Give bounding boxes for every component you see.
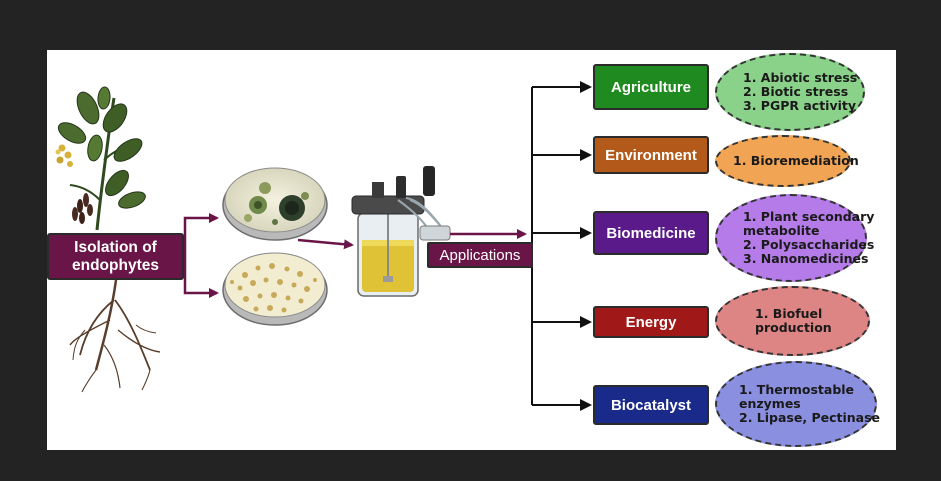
detail-item: enzymes: [739, 396, 801, 411]
detail-item: 1. Bioremediation: [733, 153, 859, 168]
detail-list: 1. Bioremediation: [733, 154, 859, 168]
agriculture-details: 1. Abiotic stress 2. Biotic stress 3. PG…: [715, 53, 865, 131]
biomedicine-details: 1. Plant secondary metabolite 2. Polysac…: [715, 194, 874, 282]
application-agriculture: Agriculture: [593, 64, 709, 110]
branch-lines: [531, 81, 592, 411]
detail-list: 1. Plant secondary metabolite 2. Polysac…: [743, 210, 874, 266]
detail-item: 3. Nanomedicines: [743, 251, 869, 266]
detail-item: 3. PGPR activity: [743, 98, 857, 113]
applications-label: Applications: [427, 242, 533, 268]
detail-item: 1. Biofuel: [755, 306, 823, 321]
energy-details: 1. Biofuel production: [715, 286, 870, 356]
source-label: Isolation of endophytes: [47, 233, 184, 280]
application-biomedicine: Biomedicine: [593, 211, 709, 255]
detail-item: 1. Abiotic stress: [743, 70, 858, 85]
application-label: Environment: [605, 146, 697, 164]
petri-dish-icon: [222, 252, 328, 326]
application-label: Agriculture: [610, 78, 691, 96]
detail-list: 1. Biofuel production: [755, 307, 832, 335]
application-energy: Energy: [593, 306, 709, 338]
detail-item: 2. Biotic stress: [743, 84, 849, 99]
detail-item: 1. Thermostable: [739, 382, 855, 397]
application-label: Biocatalyst: [610, 396, 692, 414]
detail-item: production: [755, 320, 832, 335]
application-biocatalyst: Biocatalyst: [593, 385, 709, 425]
detail-item: 2. Polysaccharides: [743, 237, 875, 252]
plant-illustration: [55, 86, 161, 393]
detail-list: 1. Abiotic stress 2. Biotic stress 3. PG…: [743, 71, 857, 113]
environment-details: 1. Bioremediation: [715, 135, 859, 187]
detail-item: 2. Lipase, Pectinase: [739, 410, 881, 425]
detail-item: metabolite: [743, 223, 820, 238]
bioreactor-icon: [351, 166, 451, 297]
application-environment: Environment: [593, 136, 709, 174]
detail-list: 1. Thermostable enzymes 2. Lipase, Pecti…: [739, 383, 880, 425]
petri-dish-icon: [222, 167, 328, 241]
biocatalyst-details: 1. Thermostable enzymes 2. Lipase, Pecti…: [715, 361, 880, 447]
application-label: Biomedicine: [606, 224, 696, 242]
detail-item: 1. Plant secondary: [743, 209, 875, 224]
application-label: Energy: [625, 313, 677, 331]
flow-arrows: [183, 213, 527, 298]
